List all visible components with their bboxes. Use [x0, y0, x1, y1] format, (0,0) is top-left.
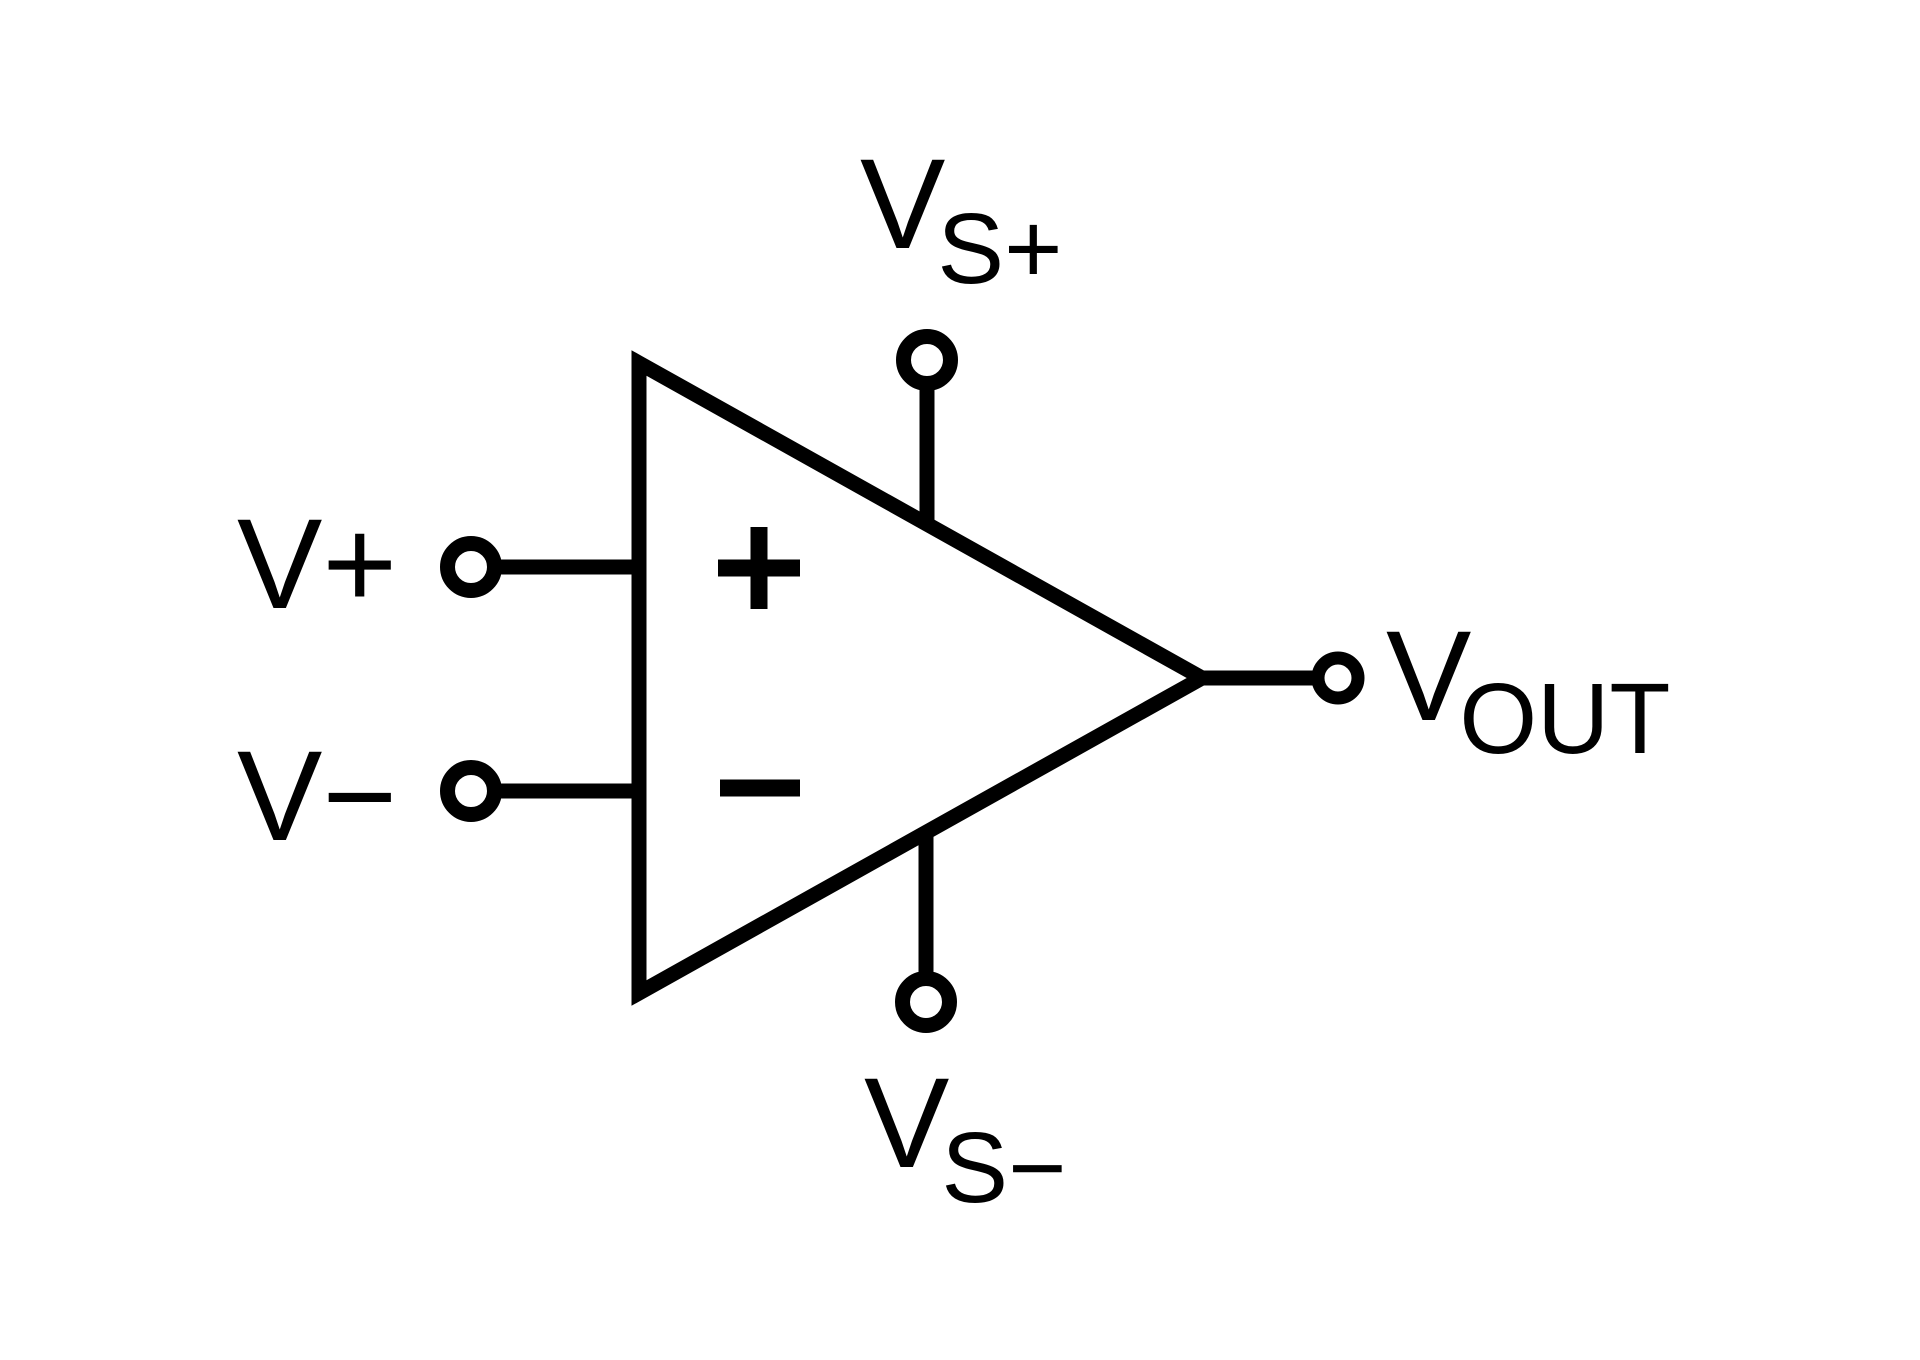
- output-label-sub: OUT: [1459, 663, 1670, 775]
- positive-supply-terminal-icon: [896, 329, 958, 391]
- plus-marker-icon: [718, 527, 800, 609]
- negative-supply-terminal-icon: [895, 971, 957, 1033]
- negative-supply-label-sub: S−: [941, 1112, 1066, 1224]
- noninverting-input-terminal-icon: [440, 536, 502, 598]
- positive-supply-label: VS+: [860, 133, 1062, 305]
- positive-supply-label-sub: S+: [937, 193, 1062, 305]
- positive-supply-label-main: V: [860, 133, 945, 276]
- output-label: VOUT: [1386, 605, 1670, 775]
- noninverting-input-label: V+: [237, 493, 397, 636]
- output-terminal-icon: [1311, 651, 1365, 705]
- output-label-main: V: [1386, 605, 1471, 748]
- negative-supply-label-main: V: [864, 1052, 949, 1195]
- opamp-triangle-body: [631, 350, 1218, 1006]
- inverting-input-terminal-icon: [440, 760, 502, 822]
- negative-supply-label: VS−: [864, 1052, 1066, 1224]
- inverting-input-label: V−: [237, 725, 397, 868]
